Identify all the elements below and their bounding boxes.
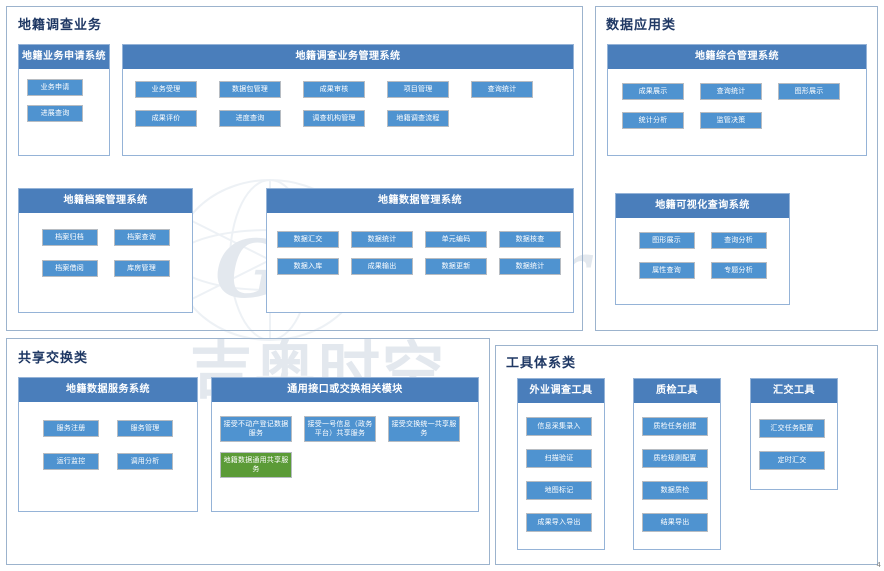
button-data-import[interactable]: 数据入库 [277, 258, 339, 275]
button-thematic-analysis[interactable]: 专题分析 [710, 262, 767, 279]
panel-cadastre-business-application-system: 地籍业务申请系统 业务申请 进展查询 [18, 44, 110, 156]
button-project-management[interactable]: 项目管理 [387, 81, 449, 98]
button-service-registration[interactable]: 服务注册 [43, 420, 99, 437]
button-information-collection-entry[interactable]: 信息采集录入 [526, 417, 592, 436]
group-title-share-exchange: 共享交换类 [18, 351, 89, 366]
button-business-acceptance[interactable]: 业务受理 [135, 81, 197, 98]
panel-cadastre-archive-management-system: 地籍档案管理系统 档案归档 档案查询 档案借阅 库房管理 [18, 188, 193, 313]
button-archive-borrow[interactable]: 档案借阅 [41, 260, 98, 277]
button-invocation-analysis[interactable]: 调用分析 [117, 453, 173, 470]
button-data-check[interactable]: 数据核查 [499, 231, 561, 248]
button-data-maintenance[interactable]: 数据统计 [499, 258, 561, 275]
button-data-update[interactable]: 数据更新 [425, 258, 487, 275]
panel-title: 质检工具 [634, 379, 720, 403]
button-archive-query[interactable]: 档案查询 [113, 229, 170, 246]
button-qc-rule-configuration[interactable]: 质检规则配置 [642, 449, 708, 468]
button-result-review[interactable]: 成果审核 [303, 81, 365, 98]
button-progress-query[interactable]: 进展查询 [27, 105, 83, 122]
button-survey-agency-management[interactable]: 调查机构管理 [303, 110, 365, 127]
panel-title: 地籍综合管理系统 [608, 45, 866, 69]
group-title-data-application: 数据应用类 [606, 18, 677, 33]
button-graphic-display[interactable]: 图形展示 [638, 232, 695, 249]
panel-quality-check-tools: 质检工具 质检任务创建 质检规则配置 数据质检 结果导出 [633, 378, 721, 550]
button-storage-management[interactable]: 库房管理 [113, 260, 170, 277]
button-cadastre-survey-workflow[interactable]: 地籍调查流程 [387, 110, 449, 127]
button-qc-task-creation[interactable]: 质检任务创建 [642, 417, 708, 436]
group-tool-system [495, 345, 878, 565]
panel-title: 地籍调查业务管理系统 [123, 45, 573, 69]
button-result-output[interactable]: 成果输出 [351, 258, 413, 275]
button-cadastre-data-common-share-service[interactable]: 地籍数据通用共享服务 [220, 452, 292, 478]
panel-cadastre-integrated-management-system: 地籍综合管理系统 成果展示 查询统计 图形展示 统计分析 监管决策 [607, 44, 867, 156]
button-runtime-monitoring[interactable]: 运行监控 [43, 453, 99, 470]
button-query-statistics[interactable]: 查询统计 [471, 81, 533, 98]
button-receive-exchange-unified-share-service[interactable]: 接受交换统一共享服务 [388, 416, 460, 442]
button-result-import-export[interactable]: 成果导入导出 [526, 513, 592, 532]
panel-cadastre-visual-query-system: 地籍可视化查询系统 图形展示 查询分析 属性查询 专题分析 [615, 193, 790, 305]
panel-field-survey-tools: 外业调查工具 信息采集录入 扫描验证 地图标记 成果导入导出 [517, 378, 605, 550]
button-data-submission[interactable]: 数据汇交 [277, 231, 339, 248]
button-progress-query[interactable]: 进度查询 [219, 110, 281, 127]
panel-title: 地籍数据管理系统 [267, 189, 573, 213]
panel-title: 地籍档案管理系统 [19, 189, 192, 213]
button-map-marking[interactable]: 地图标记 [526, 481, 592, 500]
button-result-evaluation[interactable]: 成果评价 [135, 110, 197, 127]
panel-cadastre-survey-business-management-system: 地籍调查业务管理系统 业务受理 数据包管理 成果审核 项目管理 查询统计 成果评… [122, 44, 574, 156]
panel-common-interface-exchange-module: 通用接口或交换相关模块 接受不动产登记数据服务 接受一号信息（政务平台）共享服务… [211, 377, 479, 512]
panel-title: 地籍数据服务系统 [19, 378, 197, 402]
button-receive-unified-info-platform-share-service[interactable]: 接受一号信息（政务平台）共享服务 [304, 416, 376, 442]
panel-title: 通用接口或交换相关模块 [212, 378, 478, 402]
group-title-cadastre: 地籍调查业务 [18, 18, 103, 33]
button-business-apply[interactable]: 业务申请 [27, 79, 83, 96]
panel-title: 地籍可视化查询系统 [616, 194, 789, 218]
button-scan-verification[interactable]: 扫描验证 [526, 449, 592, 468]
panel-title: 汇交工具 [751, 379, 837, 403]
button-attribute-query[interactable]: 属性查询 [638, 262, 695, 279]
button-receive-realestate-registration-data-service[interactable]: 接受不动产登记数据服务 [220, 416, 292, 442]
page-corner-mark: 4 [876, 561, 881, 569]
panel-submission-tools: 汇交工具 汇交任务配置 定时汇交 [750, 378, 838, 490]
button-result-export[interactable]: 结果导出 [642, 513, 708, 532]
group-data-application [595, 6, 878, 331]
panel-title: 外业调查工具 [518, 379, 604, 403]
button-service-management[interactable]: 服务管理 [117, 420, 173, 437]
panel-title: 地籍业务申请系统 [19, 45, 109, 69]
button-archive-filing[interactable]: 档案归档 [41, 229, 98, 246]
button-scheduled-submission[interactable]: 定时汇交 [759, 451, 825, 470]
button-graphic-display[interactable]: 图形展示 [778, 83, 840, 100]
button-supervision-decision[interactable]: 监管决策 [700, 112, 762, 129]
button-query-statistics[interactable]: 查询统计 [700, 83, 762, 100]
button-query-analysis[interactable]: 查询分析 [710, 232, 767, 249]
panel-cadastre-data-management-system: 地籍数据管理系统 数据汇交 数据统计 单元编码 数据核查 数据入库 成果输出 数… [266, 188, 574, 313]
group-title-tool-system: 工具体系类 [506, 356, 577, 371]
panel-cadastre-data-service-system: 地籍数据服务系统 服务注册 服务管理 运行监控 调用分析 [18, 377, 198, 512]
button-data-package-management[interactable]: 数据包管理 [219, 81, 281, 98]
button-submission-task-configuration[interactable]: 汇交任务配置 [759, 419, 825, 438]
button-data-statistics[interactable]: 数据统计 [351, 231, 413, 248]
button-result-display[interactable]: 成果展示 [622, 83, 684, 100]
button-statistical-analysis[interactable]: 统计分析 [622, 112, 684, 129]
button-data-quality-check[interactable]: 数据质检 [642, 481, 708, 500]
button-unit-coding[interactable]: 单元编码 [425, 231, 487, 248]
